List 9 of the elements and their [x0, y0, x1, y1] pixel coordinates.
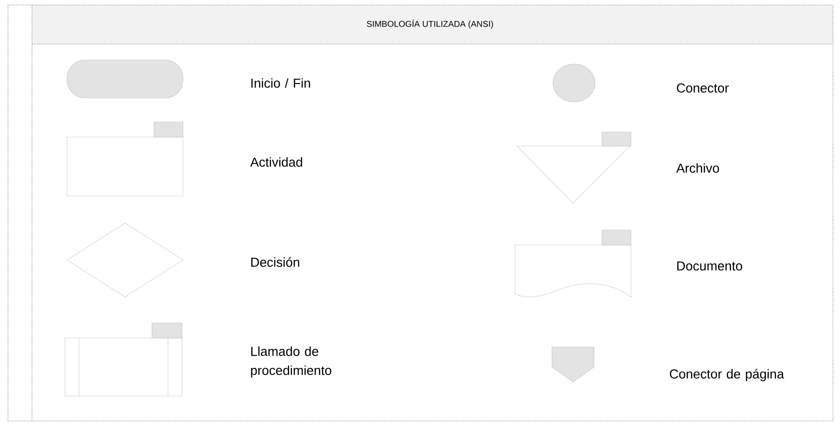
legend-label: Decisión: [251, 257, 300, 267]
table-title: SIMBOLOGÍA UTILIZADA (ANSI): [366, 19, 493, 29]
legend-label: Archivo: [676, 163, 719, 173]
legend-label: Inicio / Fin: [251, 78, 310, 88]
legend-label: Conector de página: [670, 368, 784, 382]
legend-label: Conector: [676, 83, 729, 93]
legend-label: Actividad: [250, 157, 302, 167]
legend-label: Llamado de procedimiento: [251, 346, 332, 378]
legend-label: Documento: [677, 261, 742, 271]
